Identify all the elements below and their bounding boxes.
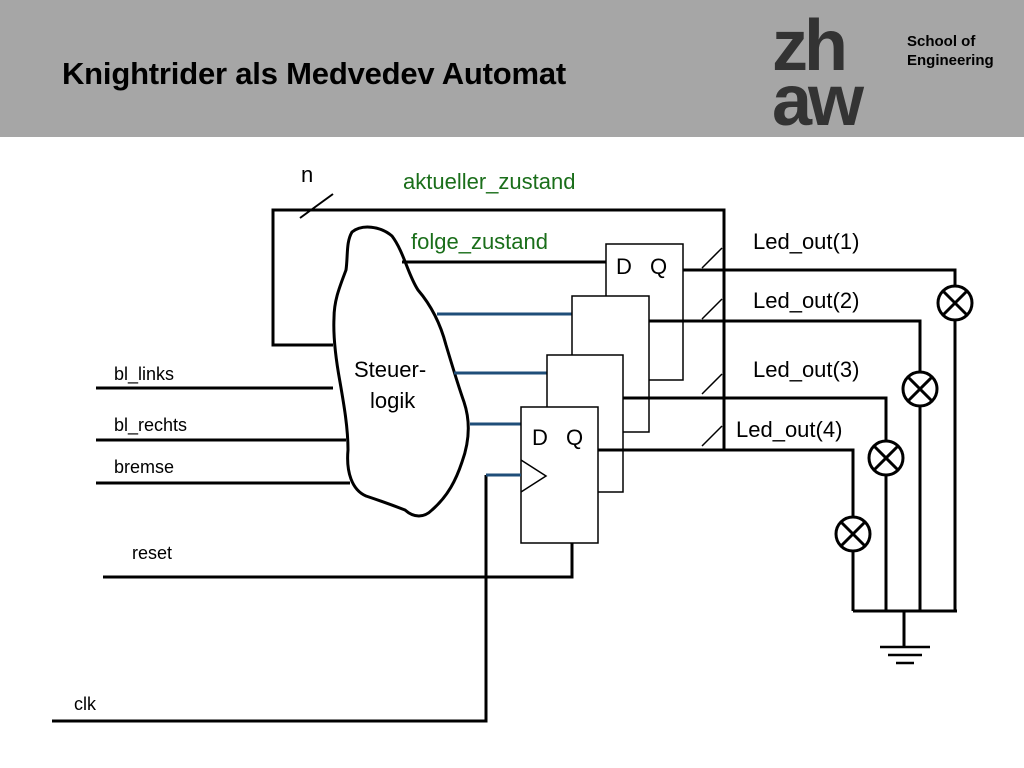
school-line-1: School of (907, 33, 976, 50)
flip-flop-1-q: Q (650, 254, 667, 279)
tap-slash-1 (701, 247, 723, 269)
flip-flop-4 (520, 406, 599, 544)
lamp-3 (867, 439, 905, 477)
bl-links-label: bl_links (114, 364, 174, 385)
led-out-3-wire (623, 396, 888, 441)
clock-input-triangle (520, 459, 548, 493)
led-out-4-label: Led_out(4) (736, 417, 842, 442)
bus-width-slash (299, 193, 334, 219)
lamp-2 (901, 370, 939, 408)
school-name: School of Engineering (907, 32, 994, 70)
flip-flop-4-q: Q (566, 425, 583, 450)
bus-width-label: n (301, 162, 313, 187)
led-out-3-label: Led_out(3) (753, 357, 859, 382)
next-state-label: folge_zustand (411, 229, 548, 254)
control-logic-label-1: Steuer- (354, 357, 426, 382)
header-bar (0, 0, 1024, 137)
tap-slash-2 (701, 298, 723, 320)
reset-label: reset (132, 543, 172, 563)
svg-text:zh: zh (772, 6, 844, 86)
tap-slash-4 (701, 425, 723, 447)
reset-wire (103, 543, 574, 579)
clk-wire (52, 475, 488, 723)
flip-flop-1-d: D (616, 254, 632, 279)
bremse-label: bremse (114, 457, 174, 477)
svg-text:aw: aw (772, 61, 865, 131)
clk-label: clk (74, 694, 97, 714)
led-out-1-label: Led_out(1) (753, 229, 859, 254)
ground-symbol (880, 645, 930, 665)
tap-slash-3 (701, 373, 723, 395)
state-bus-wire (271, 208, 726, 450)
lamp-4 (834, 515, 872, 553)
control-logic-blob (332, 225, 470, 518)
led-out-2-wire (649, 319, 922, 372)
led-out-2-label: Led_out(2) (753, 288, 859, 313)
page-title: Knightrider als Medvedev Automat (62, 56, 567, 91)
led-out-1-wire (683, 268, 957, 286)
zhaw-logo: zh aw (772, 6, 869, 131)
school-line-2: Engineering (907, 52, 994, 69)
lamp-1 (936, 284, 974, 322)
control-logic-label-2: logik (370, 388, 416, 413)
flip-flop-4-d: D (532, 425, 548, 450)
current-state-label: aktueller_zustand (403, 169, 575, 194)
bl-rechts-label: bl_rechts (114, 415, 187, 436)
led-out-4-wire (598, 448, 855, 517)
